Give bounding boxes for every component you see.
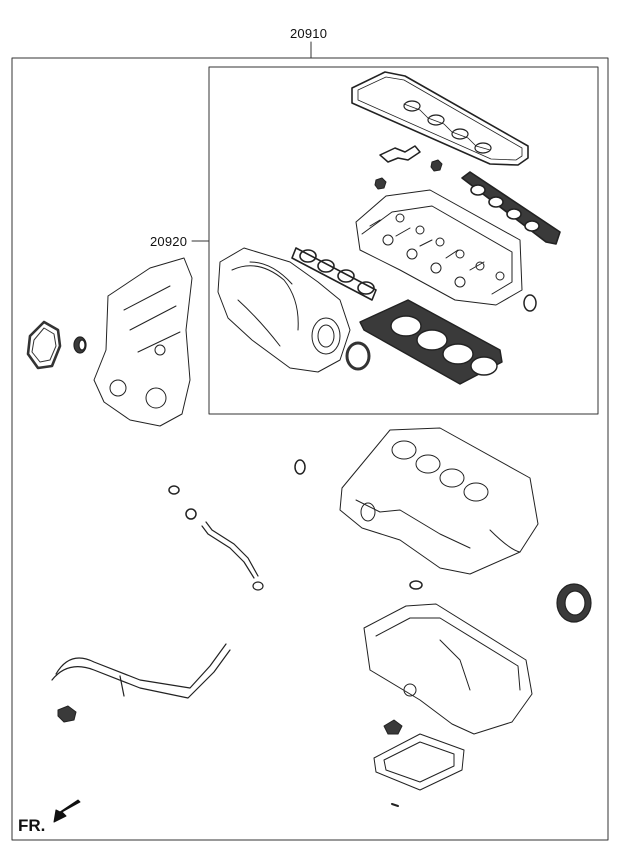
kit-20920-frame [208,66,599,415]
kit-20910-frame [11,57,609,841]
lower-oil-pan [373,733,465,791]
oil-pan-gasket [383,719,403,735]
intake-manifold-gasket [291,247,377,301]
front-oil-seal [73,336,87,354]
o-ring [523,294,537,312]
water-pump-gasket [26,320,62,370]
cylinder-block [339,427,539,575]
oil-level-gauge-tube [201,521,264,591]
front-direction-label: FR. [18,816,46,835]
callout-20920: 20920 [150,234,188,249]
spark-plug-seal-set [403,100,492,154]
cylinder-head-gasket [359,299,503,385]
arrow-down-left-icon [53,799,81,823]
cylinder-head [355,189,523,306]
oil-suction-pipe [51,643,231,699]
oil-seal-plugs [374,159,443,190]
callout-20910: 20910 [290,26,328,41]
exhaust-manifold-gasket [461,171,561,245]
rear-oil-seal [556,583,592,623]
cam-cap-gasket [379,145,421,163]
timing-chain-cover [93,257,193,427]
drain-plug-washer [391,803,399,807]
valve-cover-gasket [351,71,529,166]
intake-manifold [217,247,351,373]
o-ring-set [168,459,423,590]
pipe-gasket [57,705,77,723]
upper-oil-pan [363,603,533,735]
throttle-body-gasket [345,341,371,371]
